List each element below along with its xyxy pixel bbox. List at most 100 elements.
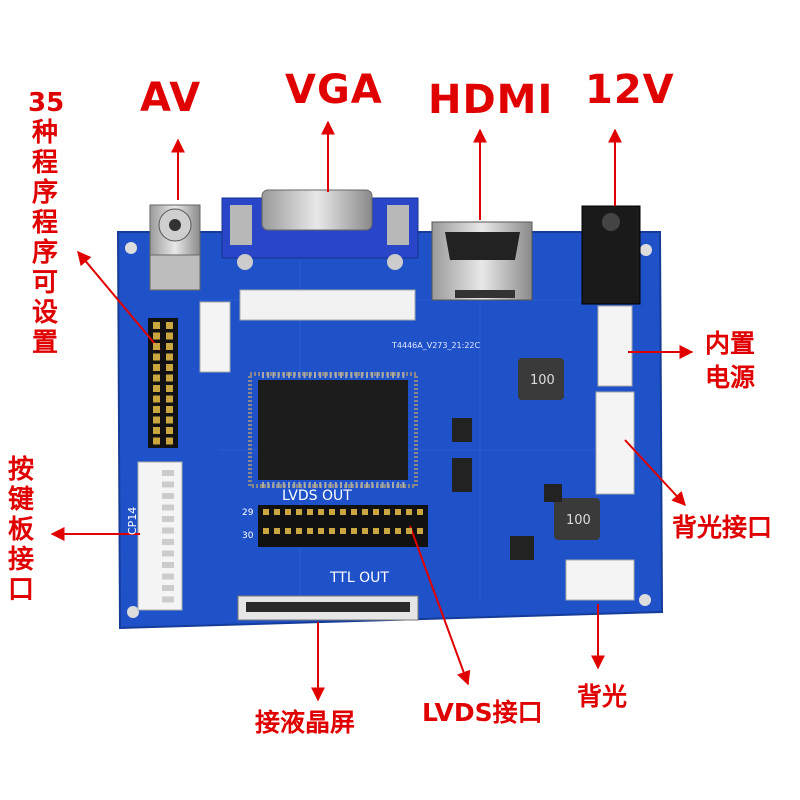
lvds-pin bbox=[417, 509, 423, 515]
keypad-pin bbox=[162, 585, 174, 591]
pin30-text: 30 bbox=[242, 531, 254, 541]
header-pin bbox=[166, 406, 173, 413]
lvds-pin bbox=[263, 528, 269, 534]
chip-pin bbox=[334, 372, 337, 378]
keypad-pin bbox=[162, 573, 174, 580]
chip-pin bbox=[345, 482, 348, 488]
header-pin bbox=[153, 322, 160, 329]
inductor2-text: 100 bbox=[566, 513, 591, 528]
lvds-pin bbox=[406, 528, 412, 534]
chip-pin bbox=[386, 482, 389, 488]
keypad-pin bbox=[162, 481, 174, 488]
chip-pin bbox=[288, 482, 290, 488]
pcb-code-text: T4446A_V273_21:22C bbox=[391, 341, 481, 350]
chip-pin bbox=[371, 372, 374, 378]
chip-pin bbox=[381, 482, 384, 488]
chip-pin bbox=[381, 372, 384, 378]
lvds-pin bbox=[340, 528, 346, 534]
lvds-pin bbox=[296, 528, 302, 534]
header-pin bbox=[153, 416, 160, 424]
chip-pin bbox=[282, 372, 285, 378]
lvds-pin bbox=[307, 509, 313, 515]
keypad-port-label: 按 键 板 接 口 bbox=[7, 455, 34, 605]
header-pin bbox=[166, 322, 173, 329]
chip-pin bbox=[267, 482, 270, 488]
header-pin bbox=[153, 395, 160, 403]
chip-pin bbox=[324, 372, 327, 378]
chip-pin bbox=[340, 372, 342, 378]
keypad-pin bbox=[162, 493, 174, 499]
chip-pin bbox=[298, 482, 301, 488]
lvds-pin bbox=[296, 509, 302, 515]
keypad-pin bbox=[162, 596, 174, 603]
header-pin bbox=[166, 374, 173, 382]
internal-power-label: 内置 电源 bbox=[705, 329, 756, 392]
lvds-pin bbox=[285, 528, 291, 534]
lvds-pin bbox=[373, 509, 379, 515]
main-chip bbox=[248, 372, 418, 488]
chip-pin bbox=[272, 482, 275, 488]
chip-pin bbox=[277, 372, 280, 378]
lvds-pin bbox=[362, 509, 368, 515]
ttl-out-text: TTL OUT bbox=[329, 570, 389, 586]
vga-label: VGA bbox=[285, 67, 383, 113]
header-pin bbox=[166, 343, 173, 350]
keypad-pin bbox=[162, 527, 174, 534]
chip-pin bbox=[366, 482, 368, 488]
chip-pin bbox=[376, 482, 379, 488]
chip-pin bbox=[262, 482, 264, 488]
header-pin bbox=[166, 332, 173, 340]
chip-pin bbox=[371, 482, 374, 488]
lvds-pin bbox=[340, 509, 346, 515]
lvds-pin bbox=[384, 509, 390, 515]
chip-pin bbox=[355, 372, 358, 378]
chip-pin bbox=[392, 482, 394, 488]
chip-pin bbox=[350, 482, 353, 488]
chip-pin bbox=[293, 482, 296, 488]
chip-pin bbox=[293, 372, 296, 378]
lvds-port-label: LVDS接口 bbox=[422, 698, 543, 727]
lvds-pin bbox=[395, 509, 401, 515]
keypad-pin bbox=[162, 562, 174, 568]
lvds-pin bbox=[406, 509, 412, 515]
header-pin bbox=[166, 395, 173, 403]
chip-pin bbox=[267, 372, 270, 378]
chip-pin bbox=[303, 482, 306, 488]
lvds-pin bbox=[417, 528, 423, 534]
programs-label: 35 种 程 序 程 序 可 设 置 bbox=[28, 88, 65, 358]
chip-pin bbox=[360, 372, 363, 378]
chip-pin bbox=[329, 372, 332, 378]
program-header bbox=[148, 318, 178, 448]
chip-pin bbox=[334, 482, 337, 488]
header-pin bbox=[153, 427, 160, 434]
header-pin bbox=[153, 437, 160, 445]
chip-pin bbox=[277, 482, 280, 488]
chip-pin bbox=[345, 372, 348, 378]
chip-pin bbox=[355, 482, 358, 488]
lvds-pin bbox=[362, 528, 368, 534]
chip-pin bbox=[402, 482, 405, 488]
chip-pin bbox=[303, 372, 306, 378]
lcd-connect-label: 接液晶屏 bbox=[255, 708, 356, 737]
chip-pin bbox=[350, 372, 353, 378]
av-label: AV bbox=[140, 75, 202, 121]
backlight-port-label: 背光接口 bbox=[672, 513, 773, 542]
chip-pin bbox=[319, 482, 322, 488]
lvds-pin bbox=[274, 528, 280, 534]
header-pin bbox=[166, 385, 173, 392]
av-jack bbox=[149, 204, 201, 291]
chip-pin bbox=[366, 372, 368, 378]
chip-pin bbox=[386, 372, 389, 378]
chip-pin bbox=[308, 372, 311, 378]
chip-pin bbox=[262, 372, 264, 378]
lvds-pin bbox=[384, 528, 390, 534]
lvds-pin bbox=[351, 509, 357, 515]
chip-pin bbox=[288, 372, 290, 378]
header-pin bbox=[166, 427, 173, 434]
chip-pin bbox=[376, 372, 379, 378]
lvds-pin bbox=[395, 528, 401, 534]
chip-pin bbox=[392, 372, 394, 378]
chip-pin bbox=[308, 482, 311, 488]
keypad-pin bbox=[162, 504, 174, 511]
header-pin bbox=[153, 332, 160, 340]
